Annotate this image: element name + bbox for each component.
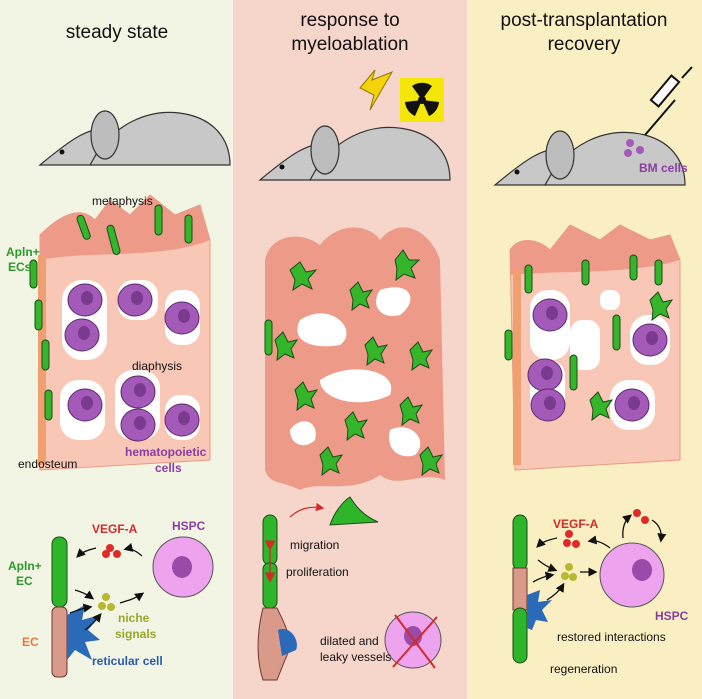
hspc-label: HSPC (172, 519, 206, 533)
bone-recovery (504, 224, 681, 471)
title-recovery-line2: recovery (548, 34, 621, 55)
niche-signal-dots-recovery (561, 563, 577, 581)
restored-interactions-label: restored interactions (557, 630, 666, 644)
reticular-cell (67, 605, 100, 660)
metaphysis-label: metaphysis (92, 194, 153, 208)
radiation-icon (400, 78, 444, 122)
apln-ecs-label-2: ECs (8, 260, 32, 274)
hspc-nucleus (172, 556, 192, 578)
syringe-icon (644, 66, 693, 136)
apln-ec-vessel-upper (512, 514, 528, 571)
niche-signal-dots (98, 593, 115, 611)
migrating-ec (329, 496, 379, 526)
title-myeloablation-line2: myeloablation (291, 34, 408, 55)
migration-arrow (289, 502, 325, 518)
ec-vessel (51, 606, 68, 678)
reticular-cell-label: reticular cell (92, 654, 163, 668)
dilated-label-1: dilated and (320, 634, 379, 648)
vegfa-label-recovery: VEGF-A (553, 517, 599, 531)
diaphysis-label: diaphysis (132, 359, 182, 373)
bone-steady (29, 194, 211, 471)
bm-cells-label: BM cells (639, 161, 688, 175)
bone-ablation (264, 227, 445, 490)
lightning-icon (359, 69, 394, 111)
title-steady-state: steady state (66, 22, 168, 43)
reticular-cell-recovery (527, 590, 552, 630)
reticular-cell-ablation (278, 629, 297, 656)
hspc-cell-recovery (599, 542, 665, 608)
ec-vessel-middle (512, 567, 528, 611)
endosteum-label: endosteum (18, 457, 77, 471)
niche-signals-label-2: signals (115, 627, 157, 641)
migration-label: migration (290, 538, 339, 552)
vegfa-dots-recovery (563, 509, 649, 548)
hematopoietic-label-1: hematopoietic (125, 445, 207, 459)
hspc-label-recovery: HSPC (655, 609, 689, 623)
apln-ec-vessel-lower (512, 607, 528, 664)
regeneration-label: regeneration (550, 662, 617, 676)
apln-ec-label-1: Apln+ (8, 559, 42, 573)
title-myeloablation-line1: response to (300, 10, 399, 31)
dilated-label-2: leaky vessels (320, 650, 391, 664)
hematopoietic-label-2: cells (155, 461, 182, 475)
ec-label: EC (22, 635, 39, 649)
bm-cells-dots (624, 139, 644, 157)
vegfa-dots (102, 544, 121, 558)
proliferation-label: proliferation (286, 565, 349, 579)
title-recovery-line1: post-transplantation (501, 10, 668, 31)
vegfa-label: VEGF-A (92, 522, 138, 536)
niche-signals-label-1: niche (118, 611, 150, 625)
dilated-vessel (257, 607, 290, 681)
apln-ec-vessel (51, 536, 68, 608)
apln-ecs-label-1: Apln+ (6, 245, 40, 259)
apln-ec-label-2: EC (16, 574, 33, 588)
